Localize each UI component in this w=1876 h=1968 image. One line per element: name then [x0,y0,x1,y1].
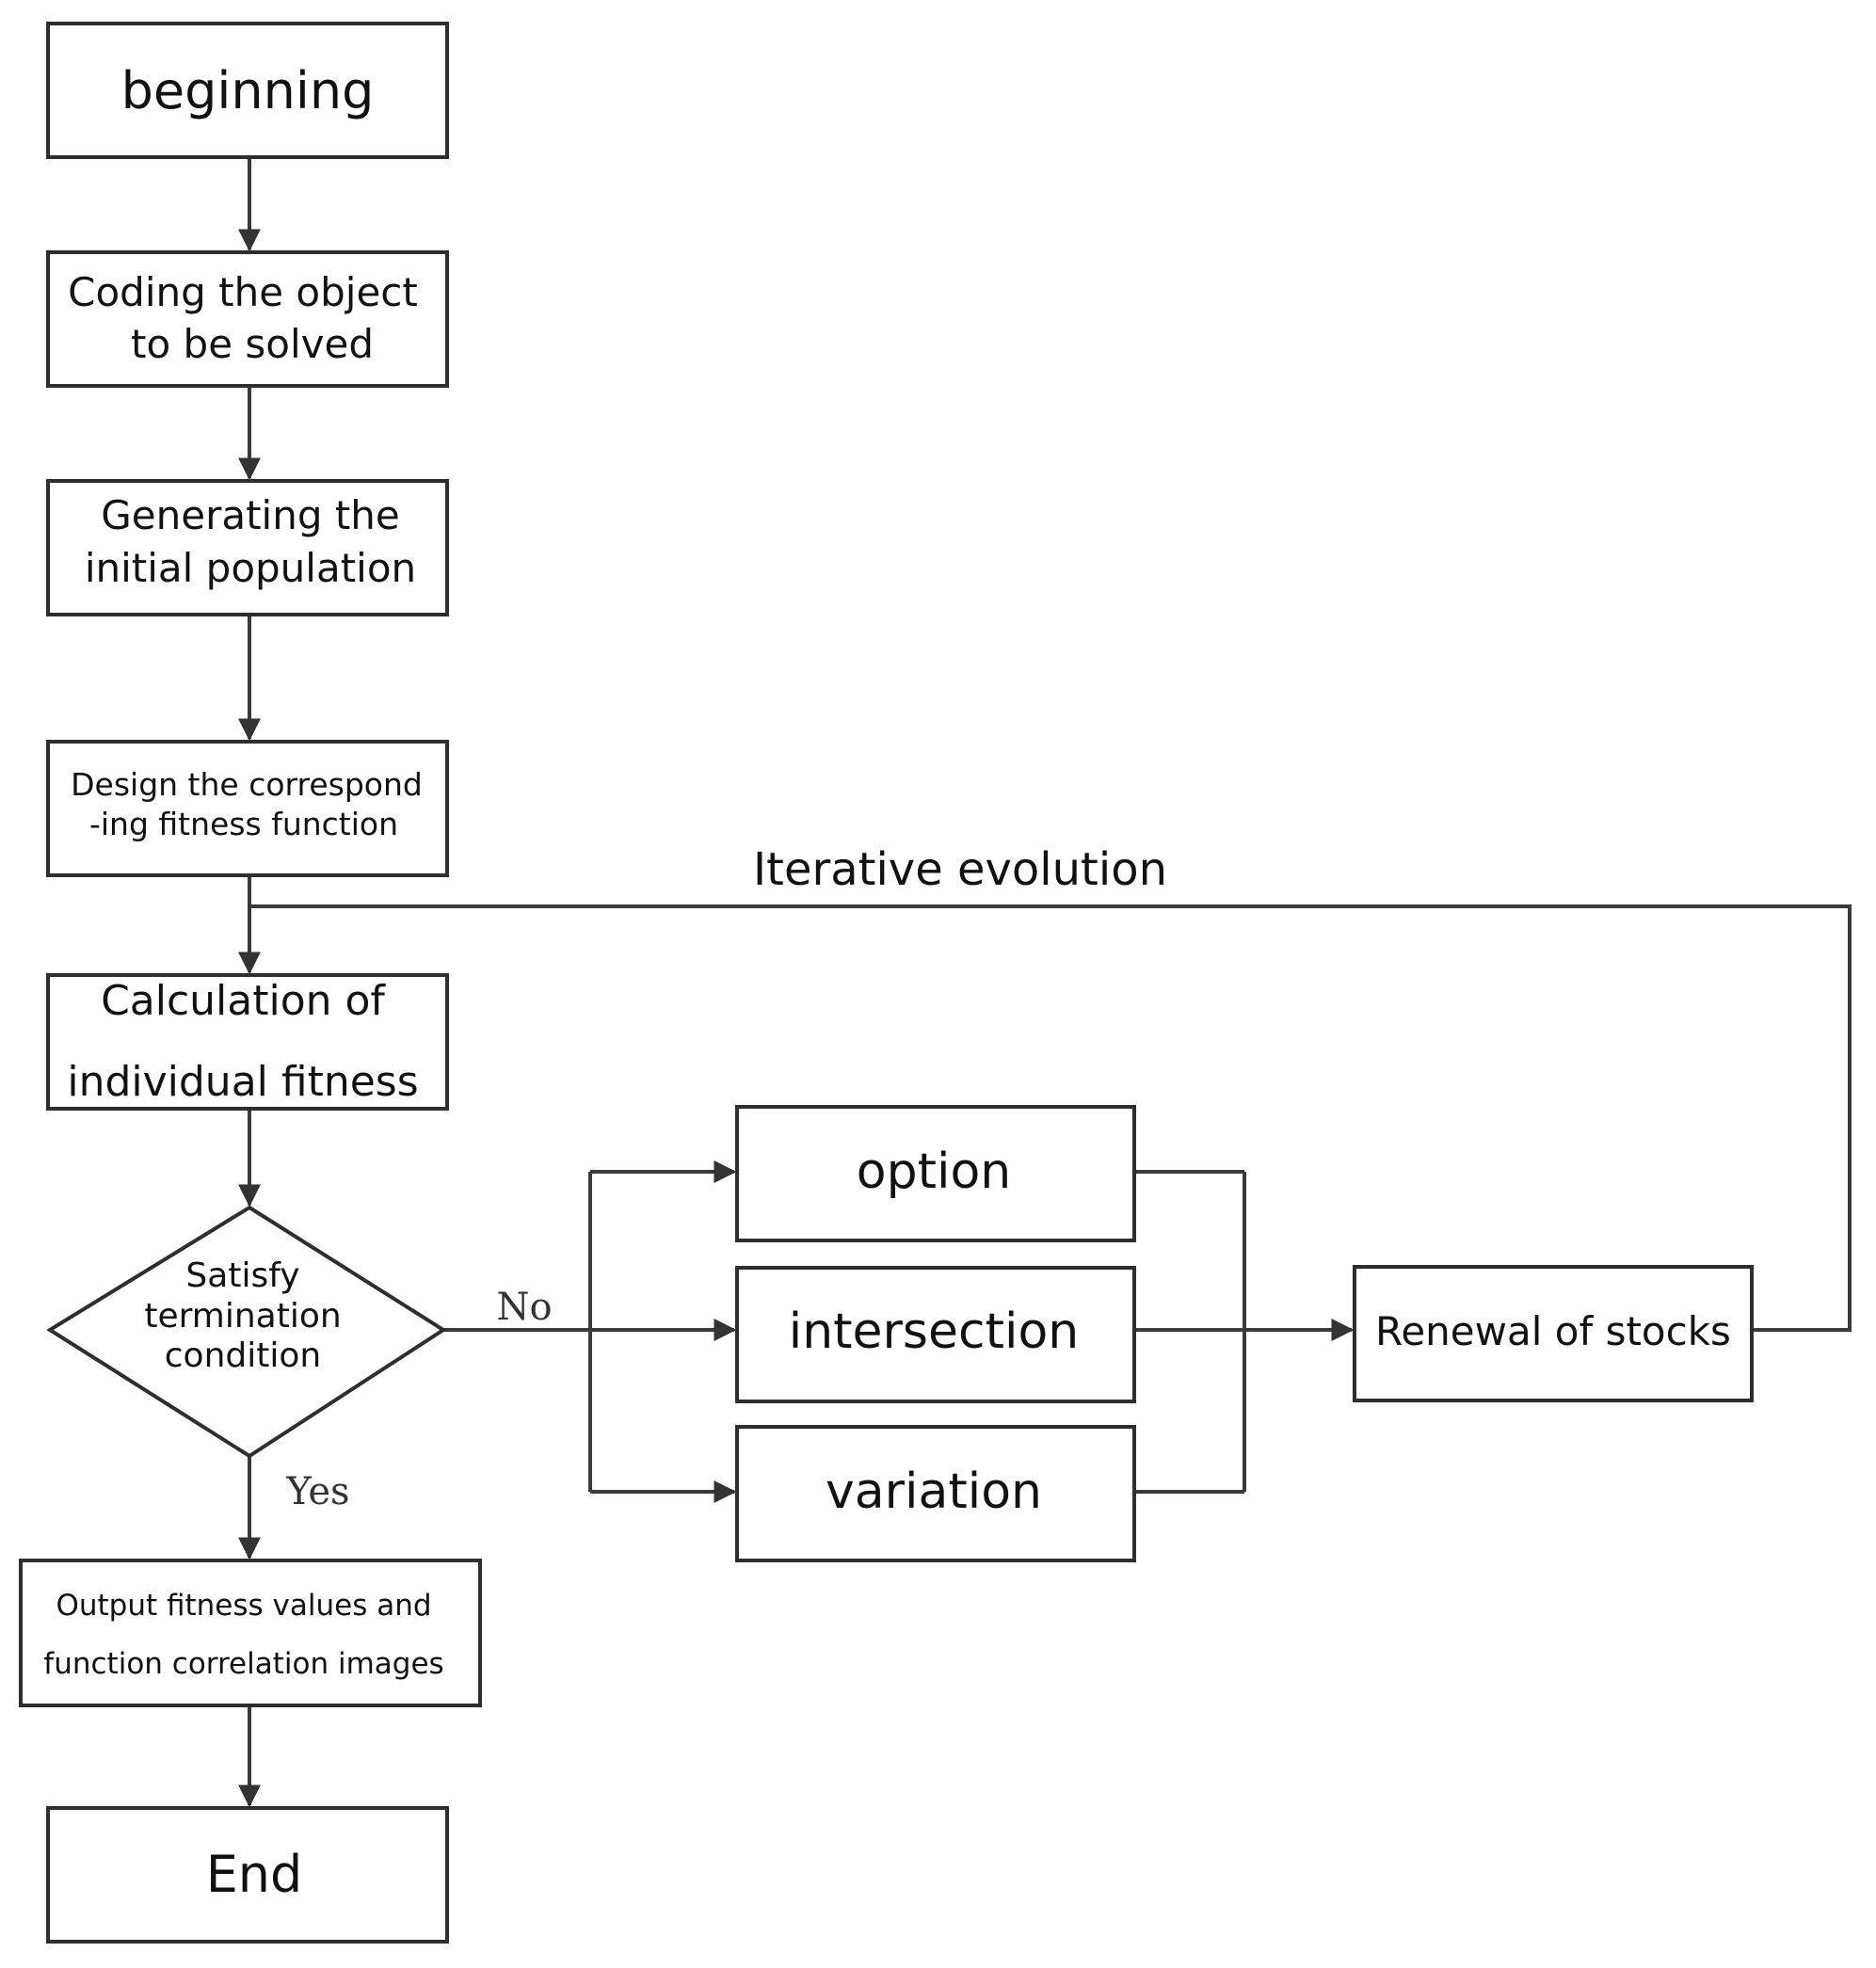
iterative-evolution-label: Iterative evolution [753,843,1167,896]
option-label: option [857,1144,1011,1200]
generating-box [46,479,449,616]
decision-label-line3: condition [165,1336,321,1375]
intersection-label: intersection [789,1304,1079,1360]
calculation-box [46,973,449,1111]
line-iterative-loop [249,904,1852,1332]
coding-label-line2: to be solved [131,321,374,367]
intersection-box [735,1266,1136,1403]
decision-label-line2: termination [144,1297,341,1336]
variation-box [735,1425,1136,1562]
renewal-label: Renewal of stocks [1375,1308,1731,1354]
no-edge-label: No [496,1286,552,1329]
termination-decision-diamond [46,1205,447,1459]
output-box [19,1559,482,1707]
beginning-box [46,22,449,159]
coding-label-line1: Coding the object [68,269,418,315]
generating-label-line1: Generating the [101,492,400,538]
variation-label: variation [826,1464,1042,1520]
end-label: End [206,1845,303,1904]
output-label-line1: Output fitness values and [56,1589,431,1623]
coding-box [46,250,449,388]
output-label-line2: function correlation images [43,1647,443,1681]
renewal-box [1353,1265,1754,1402]
generating-label-line2: initial population [85,545,416,591]
option-box [735,1105,1136,1242]
end-box [46,1806,449,1944]
calculation-label-line1: Calculation of [101,977,386,1025]
design-label-line2: -ing fitness function [89,806,398,842]
design-box [46,740,449,877]
calculation-label-line2: individual fitness [67,1058,418,1106]
yes-edge-label: Yes [285,1470,349,1513]
design-label-line1: Design the correspond [71,766,423,803]
beginning-label: beginning [121,61,375,120]
decision-label-line1: Satisfy [185,1256,299,1295]
